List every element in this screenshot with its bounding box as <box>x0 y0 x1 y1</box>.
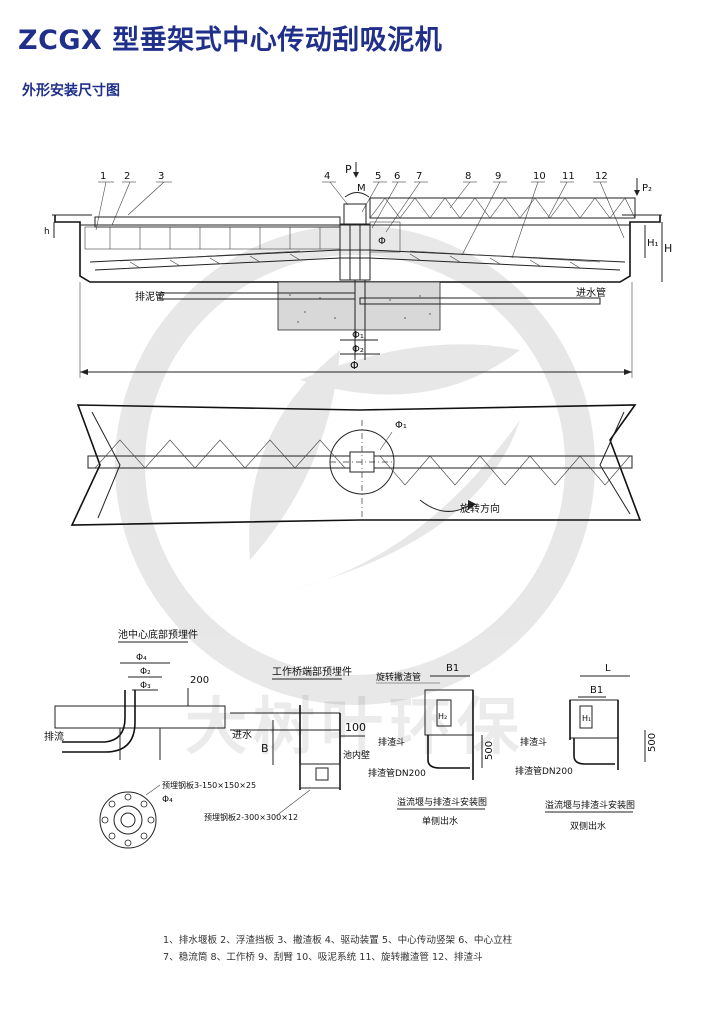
svg-text:排渣管DN200: 排渣管DN200 <box>368 767 426 779</box>
svg-text:H₂: H₂ <box>438 712 447 721</box>
svg-text:池中心底部预埋件: 池中心底部预埋件 <box>118 628 198 641</box>
svg-text:Φ₂: Φ₂ <box>140 667 151 677</box>
svg-text:7: 7 <box>416 171 422 182</box>
svg-text:9: 9 <box>495 171 501 182</box>
svg-text:Φ₃: Φ₃ <box>140 681 151 691</box>
legend-line-1: 1、排水堰板 2、浮渣挡板 3、撇渣板 4、驱动装置 5、中心传动竖架 6、中心… <box>163 935 513 946</box>
inlet-pipe-label: 进水管 <box>576 286 606 299</box>
detail-center-bottom: 池中心底部预埋件 Φ₄ Φ₂ Φ₃ 200 排流 预埋钢板3-150×150×2… <box>44 628 256 849</box>
dim-H: H <box>664 242 672 255</box>
svg-text:500: 500 <box>484 741 495 760</box>
page-title: ZCGX 型垂架式中心传动刮吸泥机 <box>18 25 443 56</box>
svg-text:单侧出水: 单侧出水 <box>422 815 458 827</box>
rotation-direction-label: 旋转方向 <box>460 502 500 515</box>
svg-text:排渣斗: 排渣斗 <box>378 736 405 748</box>
svg-text:排渣管DN200: 排渣管DN200 <box>515 765 573 777</box>
part-number-labels: 1 2 3 4 5 6 7 8 9 10 11 12 <box>100 171 608 182</box>
detail-single-side: 旋转撇渣管 B1 H₂ 500 排渣斗 排渣管DN200 溢流堰与排渣斗安装图 … <box>368 663 495 827</box>
moment-M-label: M <box>357 183 366 194</box>
svg-text:3: 3 <box>158 171 164 182</box>
load-P-label: P <box>345 163 352 176</box>
svg-text:5: 5 <box>375 171 381 182</box>
svg-text:10: 10 <box>533 171 546 182</box>
svg-text:双侧出水: 双侧出水 <box>570 820 606 832</box>
svg-text:B: B <box>261 742 269 755</box>
plan-phi1: Φ₁ <box>395 420 407 431</box>
svg-text:2: 2 <box>124 171 130 182</box>
svg-text:12: 12 <box>595 171 608 182</box>
svg-text:4: 4 <box>324 171 330 182</box>
dim-phi2-elev: Φ₂ <box>352 344 364 355</box>
load-P2-label: P₂ <box>642 183 652 194</box>
page-subtitle: 外形安装尺寸图 <box>22 83 120 99</box>
plan-view: Φ₁ 旋转方向 <box>70 404 642 526</box>
watermark-text: 大树叶环保 <box>185 690 525 763</box>
legend-line-2: 7、稳流筒 8、工作桥 9、刮臂 10、吸泥系统 11、旋转撇渣管 12、排渣斗 <box>163 952 483 963</box>
dim-phi1-elev: Φ₁ <box>352 330 364 341</box>
svg-text:排渣斗: 排渣斗 <box>520 736 547 748</box>
svg-text:6: 6 <box>394 171 400 182</box>
svg-text:500: 500 <box>647 733 658 752</box>
svg-text:H₁: H₁ <box>582 714 591 723</box>
svg-text:工作桥端部预埋件: 工作桥端部预埋件 <box>272 665 352 678</box>
svg-text:100: 100 <box>345 721 366 734</box>
svg-text:排流: 排流 <box>44 730 64 743</box>
svg-text:Φ₄: Φ₄ <box>162 795 173 805</box>
watermark-logo <box>115 225 595 705</box>
detail-double-side: L B1 H₁ 500 排渣斗 排渣管DN200 溢流堰与排渣斗安装图 双侧出水 <box>515 663 658 832</box>
dim-H1: H₁ <box>647 238 659 249</box>
svg-text:池内壁: 池内壁 <box>343 749 370 761</box>
dim-h: h <box>44 227 50 237</box>
center-foundation <box>277 281 441 331</box>
svg-text:预埋钢板3-150×150×25: 预埋钢板3-150×150×25 <box>162 780 256 790</box>
svg-text:进水: 进水 <box>232 729 252 741</box>
elevation-view: 1 2 3 4 5 6 7 8 9 10 11 12 <box>44 162 672 378</box>
dim-phi-total: Φ <box>350 359 359 372</box>
svg-text:旋转撇渣管: 旋转撇渣管 <box>376 671 421 683</box>
svg-text:11: 11 <box>562 171 575 182</box>
dim-phi-well: Φ <box>378 236 386 247</box>
svg-text:预埋钢板2-300×300×12: 预埋钢板2-300×300×12 <box>204 812 298 822</box>
svg-text:溢流堰与排渣斗安装图: 溢流堰与排渣斗安装图 <box>545 799 635 811</box>
svg-text:B1: B1 <box>590 685 603 696</box>
sludge-pipe-label: 排泥管 <box>135 290 165 303</box>
svg-text:1: 1 <box>100 171 106 182</box>
detail-bridge-end: 工作桥端部预埋件 进水 100 B 池内壁 预埋钢板2-300×300×12 <box>204 665 370 822</box>
svg-text:L: L <box>605 663 611 674</box>
svg-text:溢流堰与排渣斗安装图: 溢流堰与排渣斗安装图 <box>397 796 487 808</box>
svg-text:200: 200 <box>190 675 209 686</box>
parts-legend: 1、排水堰板 2、浮渣挡板 3、撇渣板 4、驱动装置 5、中心传动竖架 6、中心… <box>163 932 512 966</box>
svg-text:Φ₄: Φ₄ <box>136 653 147 663</box>
svg-text:B1: B1 <box>446 663 459 674</box>
svg-text:8: 8 <box>465 171 471 182</box>
